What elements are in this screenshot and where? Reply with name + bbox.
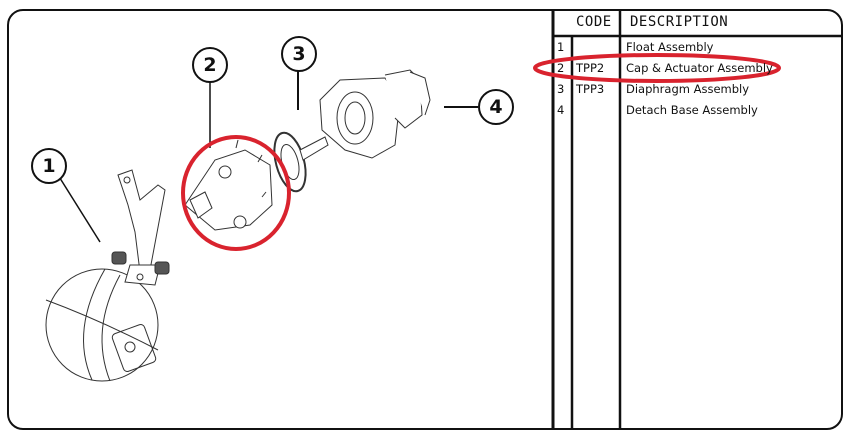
diaphragm-part	[273, 131, 329, 193]
row-description: Diaphragm Assembly	[626, 82, 750, 96]
cap-actuator-part	[184, 139, 273, 231]
row-number: 1	[557, 40, 565, 54]
float-arm-part	[111, 169, 170, 286]
callout-1: 1	[31, 148, 67, 184]
row-number: 3	[557, 82, 565, 96]
highlight-circle-part2	[181, 135, 291, 251]
highlight-ellipse-row2	[533, 53, 781, 83]
table-header-description: DESCRIPTION	[630, 14, 729, 30]
callout-4: 4	[478, 89, 514, 125]
table-header-code: CODE	[576, 14, 612, 30]
row-code: TPP2	[576, 61, 605, 75]
callout-3: 3	[281, 36, 317, 72]
detach-base-part	[319, 69, 431, 159]
row-description: Float Assembly	[626, 40, 714, 54]
row-number: 2	[557, 61, 565, 75]
diagram-frame	[7, 9, 843, 430]
callout-2: 2	[192, 47, 228, 83]
row-code: TPP3	[576, 82, 605, 96]
row-number: 4	[557, 103, 565, 117]
float-ball-part	[45, 268, 159, 382]
row-description: Cap & Actuator Assembly	[626, 61, 773, 75]
row-description: Detach Base Assembly	[626, 103, 758, 117]
